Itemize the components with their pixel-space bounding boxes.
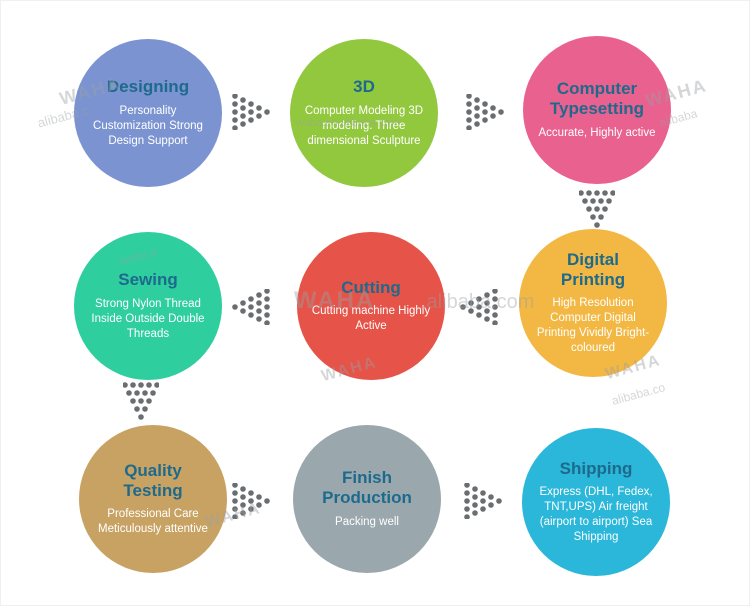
dotted-arrow-down-icon xyxy=(123,381,159,421)
node-title: Finish Production xyxy=(322,468,412,508)
node-3d: 3D Computer Modeling 3D modeling. Three … xyxy=(290,39,438,187)
dotted-arrow-right-icon xyxy=(465,94,505,130)
dotted-arrow-right-icon xyxy=(231,94,271,130)
node-title: Cutting xyxy=(341,277,401,297)
dotted-arrow-down-icon xyxy=(579,189,615,229)
node-title: Computer Typesetting xyxy=(549,79,645,119)
node-finish-production: Finish Production Packing well xyxy=(293,425,441,573)
node-description: Professional Care Meticulously attentive xyxy=(98,508,208,536)
dotted-arrow-left-icon xyxy=(459,289,499,325)
dotted-arrow-right-icon xyxy=(231,483,271,519)
node-computer-typesetting: Computer Typesetting Accurate, Highly ac… xyxy=(523,36,671,184)
node-title: Designing xyxy=(106,77,190,97)
node-shipping: Shipping Express (DHL, Fedex, TNT,UPS) A… xyxy=(522,428,670,576)
node-description: Cutting machine Highly Active xyxy=(311,305,431,333)
node-cutting: Cutting Cutting machine Highly Active xyxy=(297,232,445,380)
node-description: Personality Customization Strong Design … xyxy=(93,104,203,147)
dotted-arrow-right-icon xyxy=(463,483,503,519)
node-quality-testing: Quality Testing Professional Care Meticu… xyxy=(79,425,227,573)
node-title: Shipping xyxy=(559,458,633,478)
node-description: Computer Modeling 3D modeling. Three dim… xyxy=(304,104,424,147)
dotted-arrow-left-icon xyxy=(231,289,271,325)
node-title: Digital Printing xyxy=(560,250,626,289)
node-description: Express (DHL, Fedex, TNT,UPS) Air freigh… xyxy=(539,486,653,544)
node-title: 3D xyxy=(353,77,375,97)
node-title: Quality Testing xyxy=(123,461,183,500)
node-description: Strong Nylon Thread Inside Outside Doubl… xyxy=(91,297,205,340)
node-title: Sewing xyxy=(118,270,178,290)
node-sewing: Sewing Strong Nylon Thread Inside Outsid… xyxy=(74,232,222,380)
watermark-text: alibaba.co xyxy=(610,380,667,408)
node-description: Packing well xyxy=(335,515,399,528)
node-description: High Resolution Computer Digital Printin… xyxy=(536,297,650,354)
node-designing: Designing Personality Customization Stro… xyxy=(74,39,222,187)
node-digital-printing: Digital Printing High Resolution Compute… xyxy=(519,229,667,377)
node-description: Accurate, Highly active xyxy=(538,126,656,139)
